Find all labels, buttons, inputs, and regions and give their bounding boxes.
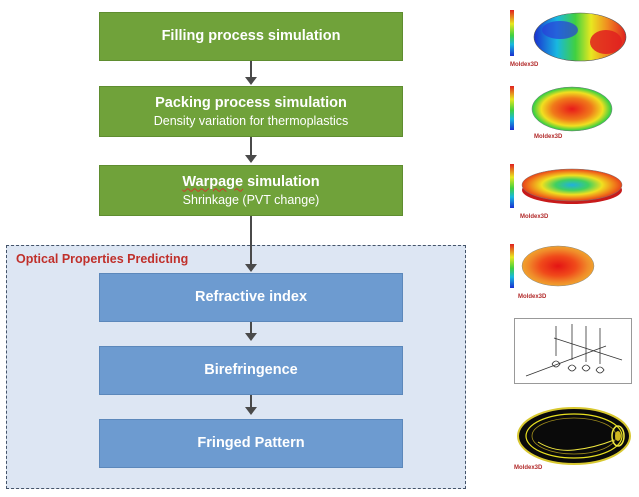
packing-process-box: Packing process simulation Density varia… [99,86,403,137]
color-legend [510,244,514,288]
warpage-box: Warpage simulation Shrinkage (PVT change… [99,165,403,216]
refractive-index-title: Refractive index [194,289,308,305]
refractive-result-thumbnail: Moldex3D [508,238,630,302]
moldex-logo: Moldex3D [518,294,547,300]
warpage-result-thumbnail: Moldex3D [508,156,630,220]
color-legend [510,164,514,208]
filling-result-thumbnail: Moldex3D [508,4,630,68]
arrow-head-5 [245,407,257,415]
birefringence-title: Birefringence [204,362,298,378]
color-legend [510,10,514,56]
warpage-title-rest: simulation [243,173,320,190]
arrow-birefringence-to-fringed [250,395,252,408]
moldex-logo: Moldex3D [514,465,543,471]
arrow-filling-to-packing [250,61,252,78]
birefringence-box: Birefringence [99,346,403,395]
filling-process-box: Filling process simulation [99,12,403,61]
refractive-index-box: Refractive index [99,273,403,322]
arrow-head-2 [245,155,257,163]
fringed-pattern-title: Fringed Pattern [197,435,305,451]
arrow-head-3 [245,264,257,272]
packing-process-subtitle: Density variation for thermoplastics [153,113,349,128]
fringe-pattern-thumbnail: Moldex3D [508,398,632,472]
moldex-logo: Moldex3D [534,134,563,140]
arrow-head-1 [245,77,257,85]
arrow-head-4 [245,333,257,341]
color-legend [510,86,514,130]
arrow-refractive-to-birefringence [250,322,252,334]
optical-properties-title: Optical Properties Predicting [16,252,189,266]
arrow-warpage-to-refractive [250,216,252,265]
warpage-subtitle: Shrinkage (PVT change) [182,192,320,207]
birefringence-schematic-thumbnail [514,318,632,384]
moldex-logo: Moldex3D [520,214,549,220]
warpage-title-word: Warpage [182,173,244,190]
packing-process-title: Packing process simulation [155,94,347,111]
filling-process-title: Filling process simulation [161,28,341,44]
fringed-pattern-box: Fringed Pattern [99,419,403,468]
warpage-title: Warpage simulation [182,174,319,191]
arrow-packing-to-warpage [250,137,252,156]
packing-result-thumbnail: Moldex3D [508,80,630,142]
moldex-logo: Moldex3D [510,62,539,68]
